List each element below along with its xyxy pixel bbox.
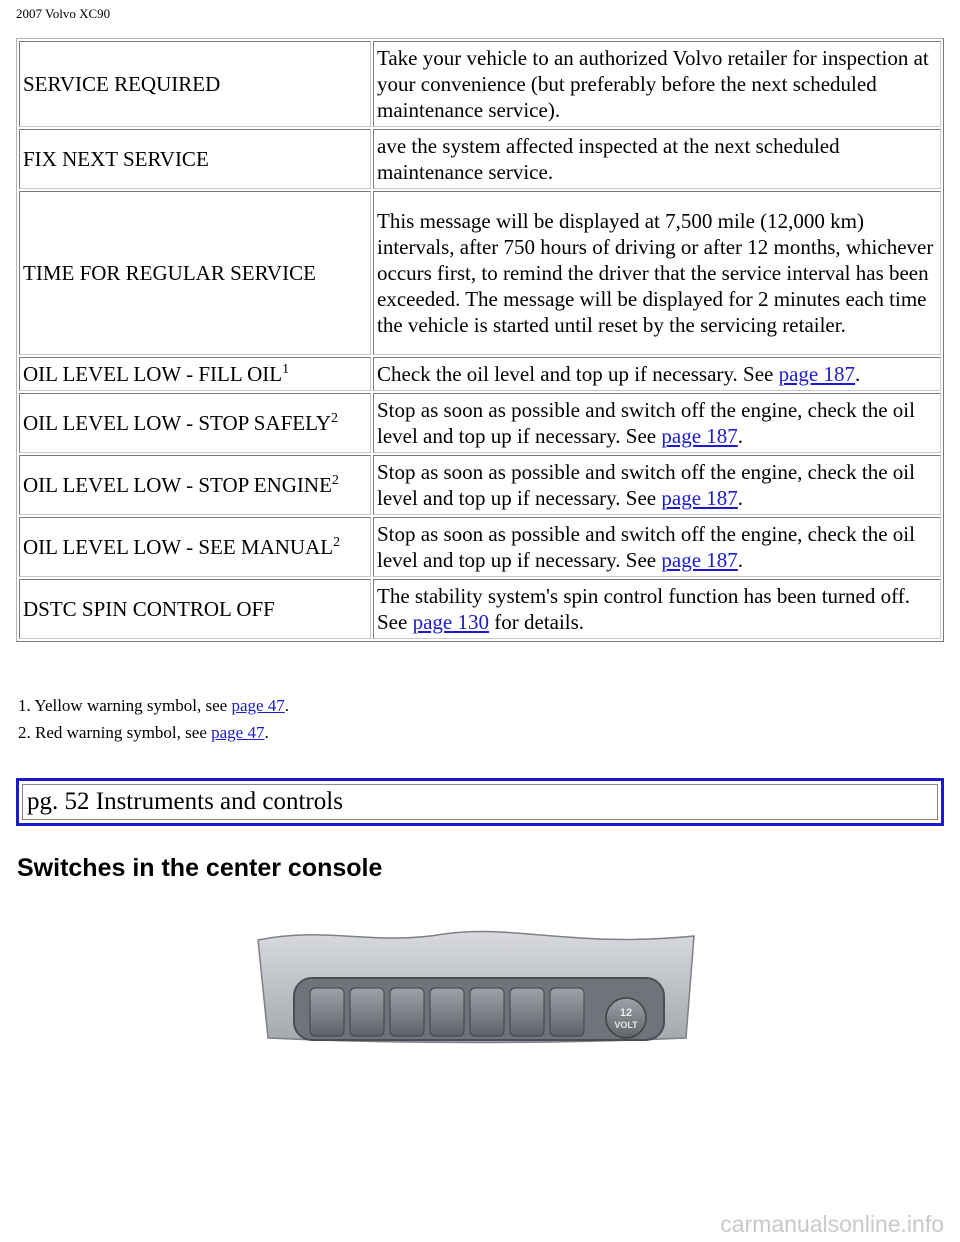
- message-text: DSTC SPIN CONTROL OFF: [23, 597, 275, 621]
- message-text: OIL LEVEL LOW - STOP SAFELY: [23, 411, 332, 435]
- message-text: OIL LEVEL LOW - SEE MANUAL: [23, 535, 334, 559]
- description-text: Take your vehicle to an authorized Volvo…: [377, 46, 929, 122]
- description-text: This message will be displayed at 7,500 …: [377, 209, 934, 337]
- table-row: OIL LEVEL LOW - SEE MANUAL2 Stop as soon…: [19, 517, 941, 577]
- message-cell: DSTC SPIN CONTROL OFF: [19, 579, 371, 639]
- table-row: OIL LEVEL LOW - FILL OIL1 Check the oil …: [19, 357, 941, 391]
- description-text: ave the system affected inspected at the…: [377, 134, 840, 184]
- footnote-suffix: .: [264, 723, 269, 742]
- 12-volt-socket[interactable]: [605, 997, 647, 1039]
- message-text: SERVICE REQUIRED: [23, 72, 221, 96]
- rocker-switch[interactable]: [309, 987, 345, 1037]
- center-console-switches-figure: 12 VOLT: [257, 930, 695, 1044]
- description-suffix: .: [737, 424, 744, 448]
- rocker-switch[interactable]: [469, 987, 505, 1037]
- message-text: OIL LEVEL LOW - STOP ENGINE: [23, 473, 332, 497]
- table-row: FIX NEXT SERVICE ave the system affected…: [19, 129, 941, 189]
- description-text: Check the oil level and top up if necess…: [377, 362, 779, 386]
- footnote-item: 1. Yellow warning symbol, see page 47.: [18, 692, 289, 719]
- description-cell: Check the oil level and top up if necess…: [373, 357, 941, 391]
- page-link[interactable]: page 187: [661, 548, 738, 572]
- table-row: SERVICE REQUIRED Take your vehicle to an…: [19, 41, 941, 127]
- description-cell: The stability system's spin control func…: [373, 579, 941, 639]
- message-cell: OIL LEVEL LOW - STOP SAFELY2: [19, 393, 371, 453]
- message-text: OIL LEVEL LOW - FILL OIL: [23, 362, 283, 386]
- table-row: TIME FOR REGULAR SERVICE This message wi…: [19, 191, 941, 355]
- message-cell: TIME FOR REGULAR SERVICE: [19, 191, 371, 355]
- table-row: DSTC SPIN CONTROL OFF The stability syst…: [19, 579, 941, 639]
- rocker-switch[interactable]: [509, 987, 545, 1037]
- footnote-marker: 2: [333, 535, 341, 550]
- footnote-page-link[interactable]: page 47: [211, 723, 265, 742]
- description-cell: Stop as soon as possible and switch off …: [373, 517, 941, 577]
- description-cell: Stop as soon as possible and switch off …: [373, 393, 941, 453]
- table-row: OIL LEVEL LOW - STOP SAFELY2 Stop as soo…: [19, 393, 941, 453]
- page-link[interactable]: page 187: [661, 486, 738, 510]
- document-header-title: 2007 Volvo XC90: [16, 6, 111, 21]
- socket-label-top: 12: [620, 1007, 632, 1019]
- description-cell: ave the system affected inspected at the…: [373, 129, 941, 189]
- footnote-text: 1. Yellow warning symbol, see: [18, 696, 232, 715]
- footnote-text: 2. Red warning symbol, see: [18, 723, 212, 742]
- footnote-marker: 2: [331, 473, 339, 488]
- description-cell: Take your vehicle to an authorized Volvo…: [373, 41, 941, 127]
- page-link[interactable]: page 187: [661, 424, 738, 448]
- page-banner-label: pg. 52 Instruments and controls: [22, 784, 938, 820]
- rocker-switch[interactable]: [549, 987, 585, 1037]
- message-text: TIME FOR REGULAR SERVICE: [23, 261, 316, 285]
- description-text: Stop as soon as possible and switch off …: [377, 522, 915, 572]
- footnote-marker: 2: [331, 411, 339, 426]
- page-link[interactable]: page 130: [412, 610, 489, 634]
- description-cell: This message will be displayed at 7,500 …: [373, 191, 941, 355]
- rocker-switch[interactable]: [389, 987, 425, 1037]
- footnote-page-link[interactable]: page 47: [231, 696, 285, 715]
- footnote-suffix: .: [284, 696, 290, 715]
- message-cell: OIL LEVEL LOW - STOP ENGINE2: [19, 455, 371, 515]
- footnote-marker: 1: [282, 362, 290, 377]
- message-cell: SERVICE REQUIRED: [19, 41, 371, 127]
- footnote-item: 2. Red warning symbol, see page 47.: [18, 719, 289, 746]
- page-banner: pg. 52 Instruments and controls: [16, 778, 944, 826]
- description-suffix: .: [855, 362, 861, 386]
- watermark: carmanualsonline.info: [720, 1211, 944, 1237]
- description-text: The stability system's spin control func…: [377, 584, 910, 634]
- table-row: OIL LEVEL LOW - STOP ENGINE2 Stop as soo…: [19, 455, 941, 515]
- footnotes: 1. Yellow warning symbol, see page 47. 2…: [18, 692, 289, 746]
- section-heading: Switches in the center console: [17, 854, 383, 882]
- rocker-switch[interactable]: [349, 987, 385, 1037]
- socket-label-bottom: VOLT: [614, 1020, 638, 1030]
- rocker-switches: [309, 987, 585, 1037]
- message-text: FIX NEXT SERVICE: [23, 147, 209, 171]
- message-cell: FIX NEXT SERVICE: [19, 129, 371, 189]
- warning-messages-table: SERVICE REQUIRED Take your vehicle to an…: [16, 38, 944, 642]
- description-text: Stop as soon as possible and switch off …: [377, 460, 915, 510]
- description-suffix: .: [737, 548, 744, 572]
- message-cell: OIL LEVEL LOW - SEE MANUAL2: [19, 517, 371, 577]
- description-text: Stop as soon as possible and switch off …: [377, 398, 915, 448]
- description-cell: Stop as soon as possible and switch off …: [373, 455, 941, 515]
- rocker-switch[interactable]: [429, 987, 465, 1037]
- page-link[interactable]: page 187: [778, 362, 856, 386]
- description-suffix: for details.: [488, 610, 585, 634]
- message-cell: OIL LEVEL LOW - FILL OIL1: [19, 357, 371, 391]
- description-suffix: .: [737, 486, 744, 510]
